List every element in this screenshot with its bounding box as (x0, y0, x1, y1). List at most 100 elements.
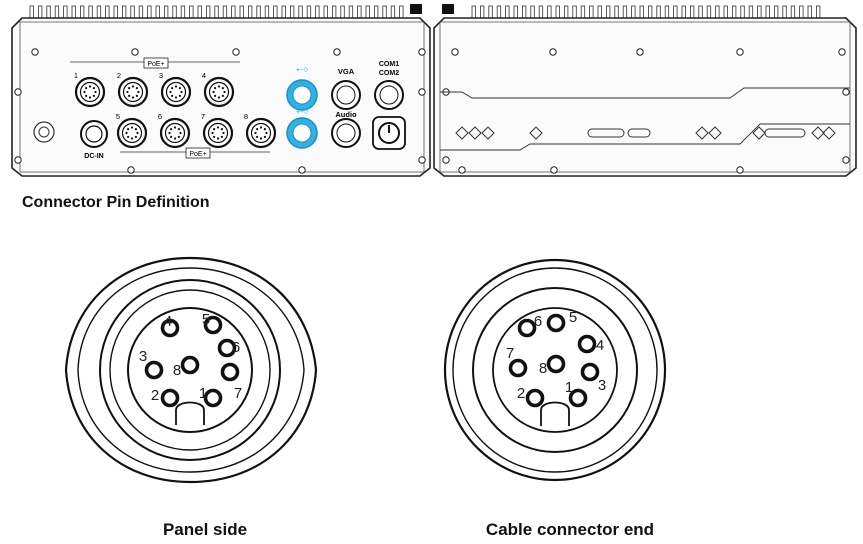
poe-badge-top: PoE+ (147, 61, 164, 68)
diamond (529, 126, 543, 140)
cable-end-connector (443, 258, 667, 482)
diamond (708, 126, 722, 140)
cable-end-pin-1 (568, 388, 588, 408)
audio-connector (331, 118, 361, 148)
panel-side-caption: Panel side (162, 520, 248, 539)
cable-end-pin-6 (517, 318, 537, 338)
diamond (811, 126, 825, 140)
port-label-1: 1 (74, 71, 78, 80)
com-connector (374, 80, 404, 110)
screw (14, 88, 22, 96)
port-label-5: 5 (116, 112, 120, 121)
usb-icon: ⭠⚬ (296, 64, 308, 74)
decorative-diamonds (455, 126, 836, 140)
screw (298, 166, 306, 174)
cable-end-pin-label-3: 3 (598, 377, 606, 394)
poe-badge-bottom: PoE+ (189, 151, 206, 158)
panel-side-pin-1 (203, 388, 223, 408)
diamond (468, 126, 482, 140)
vga-label: VGA (338, 67, 355, 76)
panel-side-pin-label-4: 4 (164, 313, 172, 330)
m12-lan-port (203, 76, 235, 108)
cable-end-pin-8 (546, 354, 566, 374)
panel-side-pin-label-1: 1 (199, 385, 207, 402)
com2-label: COM2 (379, 70, 399, 77)
screw (736, 48, 744, 56)
port-label-6: 6 (158, 112, 162, 121)
screw (31, 48, 39, 56)
screw (842, 88, 850, 96)
panel-side-pin-label-3: 3 (139, 348, 147, 365)
panel-side-pin-5 (203, 315, 223, 335)
diamond (695, 126, 709, 140)
screw (418, 156, 426, 164)
cable-end-pin-label-7: 7 (506, 345, 514, 362)
port-label-4: 4 (202, 71, 206, 80)
screw (550, 166, 558, 174)
section-heading: Connector Pin Definition (22, 194, 210, 211)
cable-end-pin-label-8: 8 (539, 360, 547, 377)
right-panel-trim (440, 123, 850, 151)
panel-side-pin-2 (160, 388, 180, 408)
vent-slot (764, 128, 806, 138)
port-label-7: 7 (201, 112, 205, 121)
panel-side-pin-7 (220, 362, 240, 382)
vent-slot (587, 128, 625, 138)
poe-badge-top-frame (143, 57, 169, 69)
port-label-3: 3 (159, 71, 163, 80)
diamond (481, 126, 495, 140)
com1-label: COM1 (379, 61, 399, 68)
panel-side-connector (64, 256, 318, 484)
cable-end-pin-2 (525, 388, 545, 408)
screw (442, 156, 450, 164)
screw (418, 88, 426, 96)
dc-in-label: DC-IN (84, 153, 103, 160)
screw (131, 48, 139, 56)
m12-lan-port (74, 76, 106, 108)
port-label-8: 8 (244, 112, 248, 121)
port-label-2: 2 (117, 71, 121, 80)
m12-lan-ports (74, 76, 277, 149)
cable-end-caption: Cable connector end (485, 520, 655, 539)
diamond (455, 126, 469, 140)
panel-side-pin-8 (180, 355, 200, 375)
screw (232, 48, 240, 56)
screw (636, 48, 644, 56)
cable-end-pin-label-1: 1 (565, 379, 573, 396)
cable-end-pin-5 (546, 313, 566, 333)
latch (410, 4, 422, 14)
screw (838, 48, 846, 56)
panel-side-pin-label-8: 8 (173, 362, 181, 379)
m12-lan-port (160, 76, 192, 108)
vga-connector (331, 80, 361, 110)
right-chassis-outline (433, 17, 857, 177)
panel-side-pin-6 (217, 338, 237, 358)
screw (842, 156, 850, 164)
m12-lan-port (245, 117, 277, 149)
screw (14, 156, 22, 164)
m12-lan-port (116, 117, 148, 149)
cable-end-pin-4 (577, 334, 597, 354)
cable-end-pin-3 (580, 362, 600, 382)
heatsink-fins (29, 5, 821, 21)
vent-slot (627, 128, 651, 138)
cable-end-pin-label-2: 2 (517, 385, 525, 402)
poe-badge-bottom-frame (185, 147, 211, 159)
screw (736, 166, 744, 174)
dc-in-connector (80, 120, 108, 148)
remote-connector (33, 121, 55, 143)
screw (549, 48, 557, 56)
panel-side-pin-label-2: 2 (151, 387, 159, 404)
diamond (822, 126, 836, 140)
cable-end-outer-ring (443, 258, 667, 482)
usb-icon: ⭠⚬ (296, 106, 308, 116)
device-rear-panel: PoE+ PoE+ 1 2 3 4 5 6 7 8 DC-IN ⭠⚬ ⭠⚬ VG… (11, 4, 857, 177)
cable-end-pin-7 (508, 358, 528, 378)
cable-end-pin-label-4: 4 (596, 337, 604, 354)
latch (442, 4, 454, 14)
panel-side-pin-label-5: 5 (202, 311, 210, 328)
m12-lan-port (202, 117, 234, 149)
